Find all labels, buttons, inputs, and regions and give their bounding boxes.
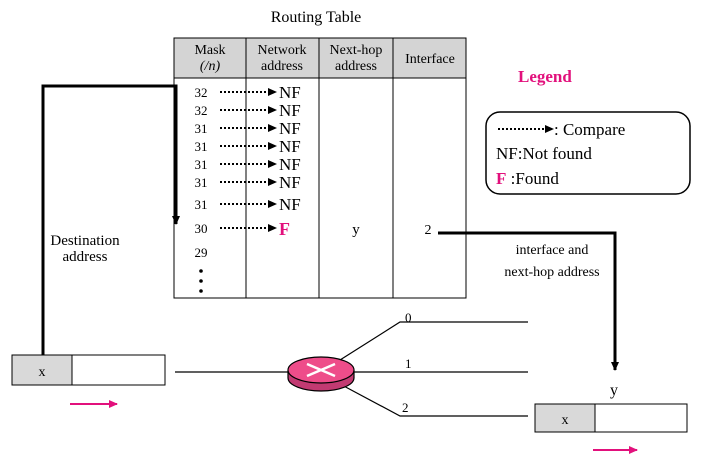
header-nexthop: Next-hop xyxy=(330,43,383,58)
legend-found: F :Found xyxy=(496,169,559,188)
port-label-2: 2 xyxy=(402,400,409,415)
result-found: F xyxy=(279,219,290,239)
header-nexthop-2: address xyxy=(335,59,377,74)
header-mask: Mask xyxy=(194,43,225,58)
output-label-2: next-hop address xyxy=(504,265,599,280)
destination-lookup-arrow xyxy=(41,84,180,366)
output-label: interface and xyxy=(516,243,589,258)
router-port-0-link xyxy=(339,321,528,361)
ellipsis-dot xyxy=(199,269,203,273)
packet-out-address: x xyxy=(562,413,569,428)
result-not-found: NF xyxy=(279,155,301,174)
mask-value: 31 xyxy=(195,175,208,190)
result-not-found: NF xyxy=(279,101,301,120)
router-port-2-link xyxy=(339,383,528,417)
packet-in-address: x xyxy=(39,365,46,380)
mask-value: 30 xyxy=(195,221,208,236)
legend-title: Legend xyxy=(518,67,572,86)
mask-value: 32 xyxy=(195,85,208,100)
result-not-found: NF xyxy=(279,137,301,156)
table-header-bg xyxy=(173,37,467,79)
found-interface: 2 xyxy=(425,223,432,238)
header-interface: Interface xyxy=(405,52,455,67)
result-not-found: NF xyxy=(279,173,301,192)
packet-out-address-cell xyxy=(534,403,596,433)
result-not-found: NF xyxy=(279,83,301,102)
table-body xyxy=(173,77,467,299)
mask-value: 32 xyxy=(195,103,208,118)
router-icon xyxy=(287,356,355,392)
routing-table: Mask (/n) Network address Next-hop addre… xyxy=(173,37,467,299)
legend-found-text: :Found xyxy=(506,169,559,188)
ellipsis-dot xyxy=(199,289,203,293)
legend-box xyxy=(485,111,691,195)
destination-label-2: address xyxy=(63,249,108,265)
routing-table-title: Routing Table xyxy=(271,9,362,26)
legend-found-letter: F xyxy=(496,169,506,188)
ellipsis-dot xyxy=(199,279,203,283)
legend-not-found: NF:Not found xyxy=(496,144,592,163)
next-hop-y-label: y xyxy=(610,382,618,399)
legend-compare: : Compare xyxy=(554,120,625,139)
mask-value: 31 xyxy=(195,157,208,172)
port-label-0: 0 xyxy=(405,310,412,325)
header-mask-unit: (/n) xyxy=(200,59,221,74)
mask-value: 29 xyxy=(195,245,208,260)
output-arrow xyxy=(438,231,619,371)
result-not-found: NF xyxy=(279,119,301,138)
result-not-found: NF xyxy=(279,195,301,214)
packet-in-payload xyxy=(71,354,166,386)
port-label-1: 1 xyxy=(405,356,412,371)
packet-out-payload xyxy=(594,403,688,433)
destination-label: Destination xyxy=(50,233,120,249)
mask-value: 31 xyxy=(195,121,208,136)
header-network-2: address xyxy=(261,59,303,74)
mask-value: 31 xyxy=(195,139,208,154)
packet-in-address-cell xyxy=(11,354,73,386)
found-next-hop: y xyxy=(352,222,360,238)
header-network: Network xyxy=(258,43,307,58)
mask-value: 31 xyxy=(195,197,208,212)
